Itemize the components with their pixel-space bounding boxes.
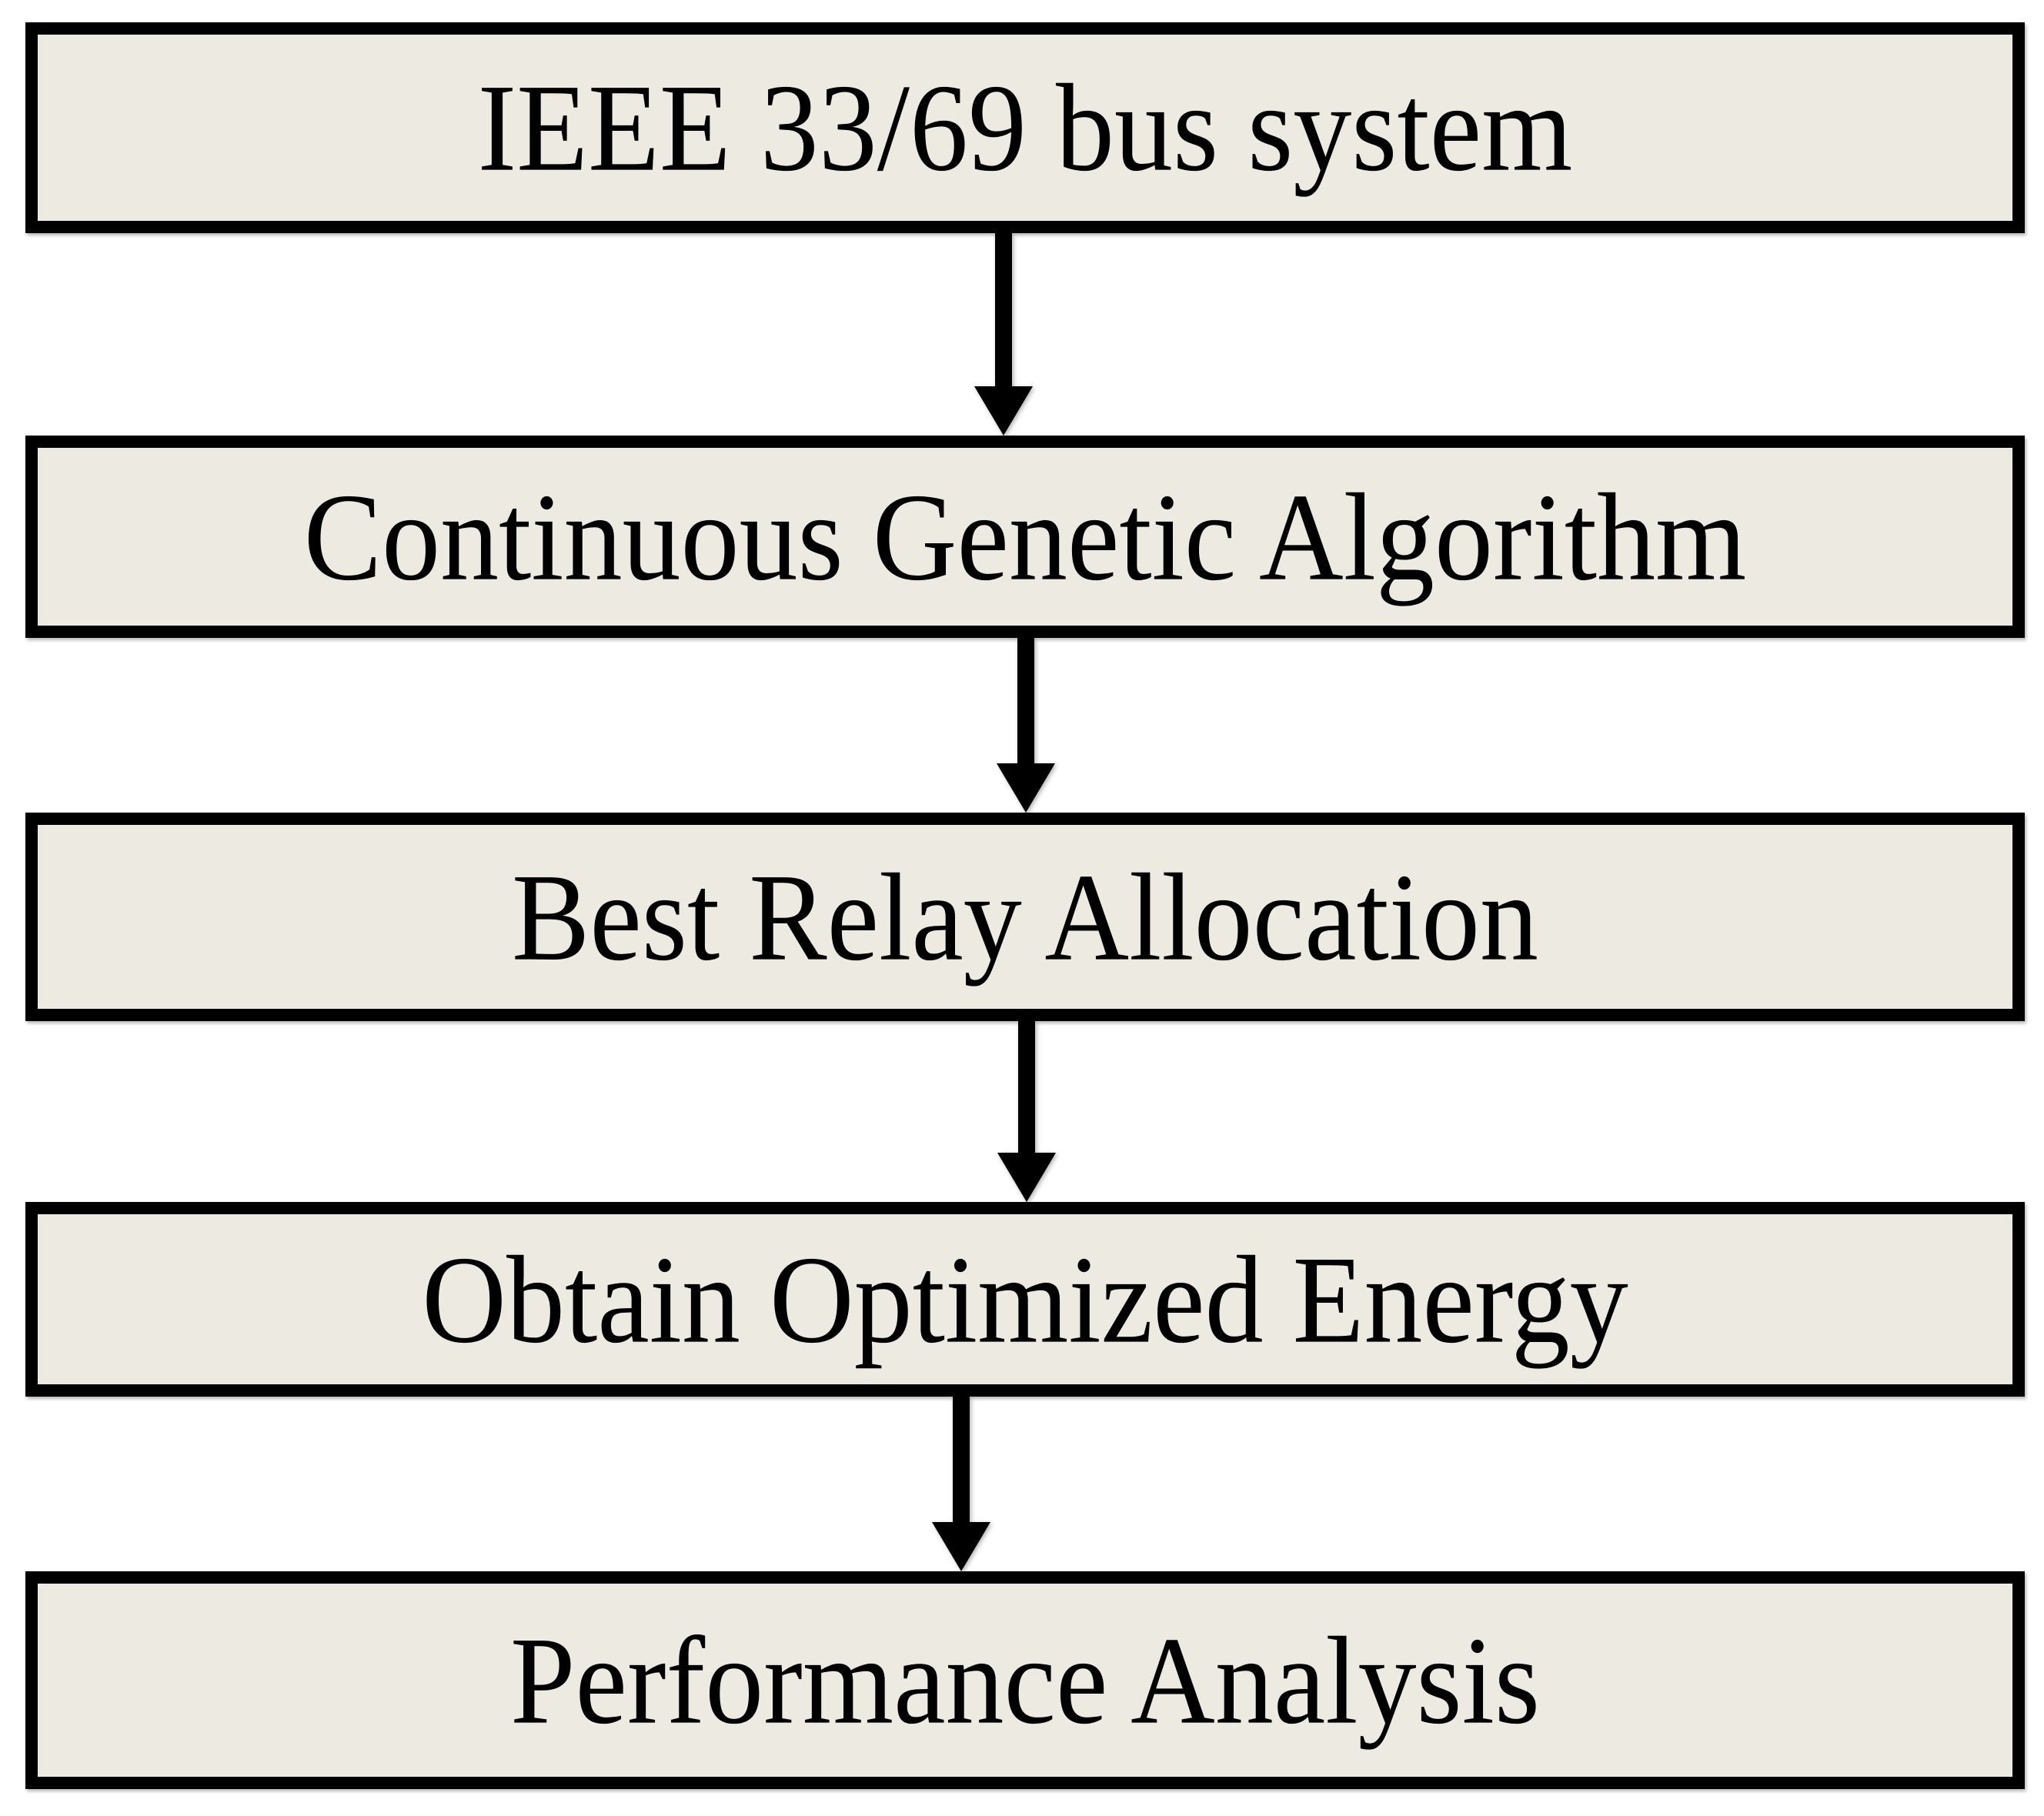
flow-node-label: Continuous Genetic Algorithm [303, 467, 1747, 606]
arrow-head [932, 1522, 990, 1571]
flow-arrow-down-icon [997, 638, 1055, 813]
flow-node-label: Obtain Optimized Energy [422, 1230, 1628, 1369]
arrow-shaft [995, 233, 1012, 386]
arrow-head [997, 763, 1055, 813]
arrow-shaft [1018, 1021, 1035, 1153]
flow-arrow-down-icon [997, 1021, 1056, 1202]
arrow-head [974, 386, 1033, 436]
flow-node-relay-allocation: Best Relay Allocation [25, 813, 2025, 1021]
arrow-head [997, 1153, 1056, 1202]
flow-node-label: IEEE 33/69 bus system [477, 58, 1573, 197]
flow-node-performance-analysis: Performance Analysis [25, 1571, 2025, 1789]
arrow-shaft [1017, 638, 1034, 763]
flow-node-label: Performance Analysis [509, 1611, 1541, 1750]
flow-node-bus-system: IEEE 33/69 bus system [25, 22, 2025, 233]
arrow-shaft [953, 1397, 970, 1522]
flow-node-genetic-algorithm: Continuous Genetic Algorithm [25, 436, 2025, 638]
flow-arrow-down-icon [974, 233, 1033, 436]
flow-arrow-down-icon [932, 1397, 990, 1571]
flow-node-label: Best Relay Allocation [511, 847, 1538, 986]
flow-node-optimized-energy: Obtain Optimized Energy [25, 1202, 2025, 1397]
